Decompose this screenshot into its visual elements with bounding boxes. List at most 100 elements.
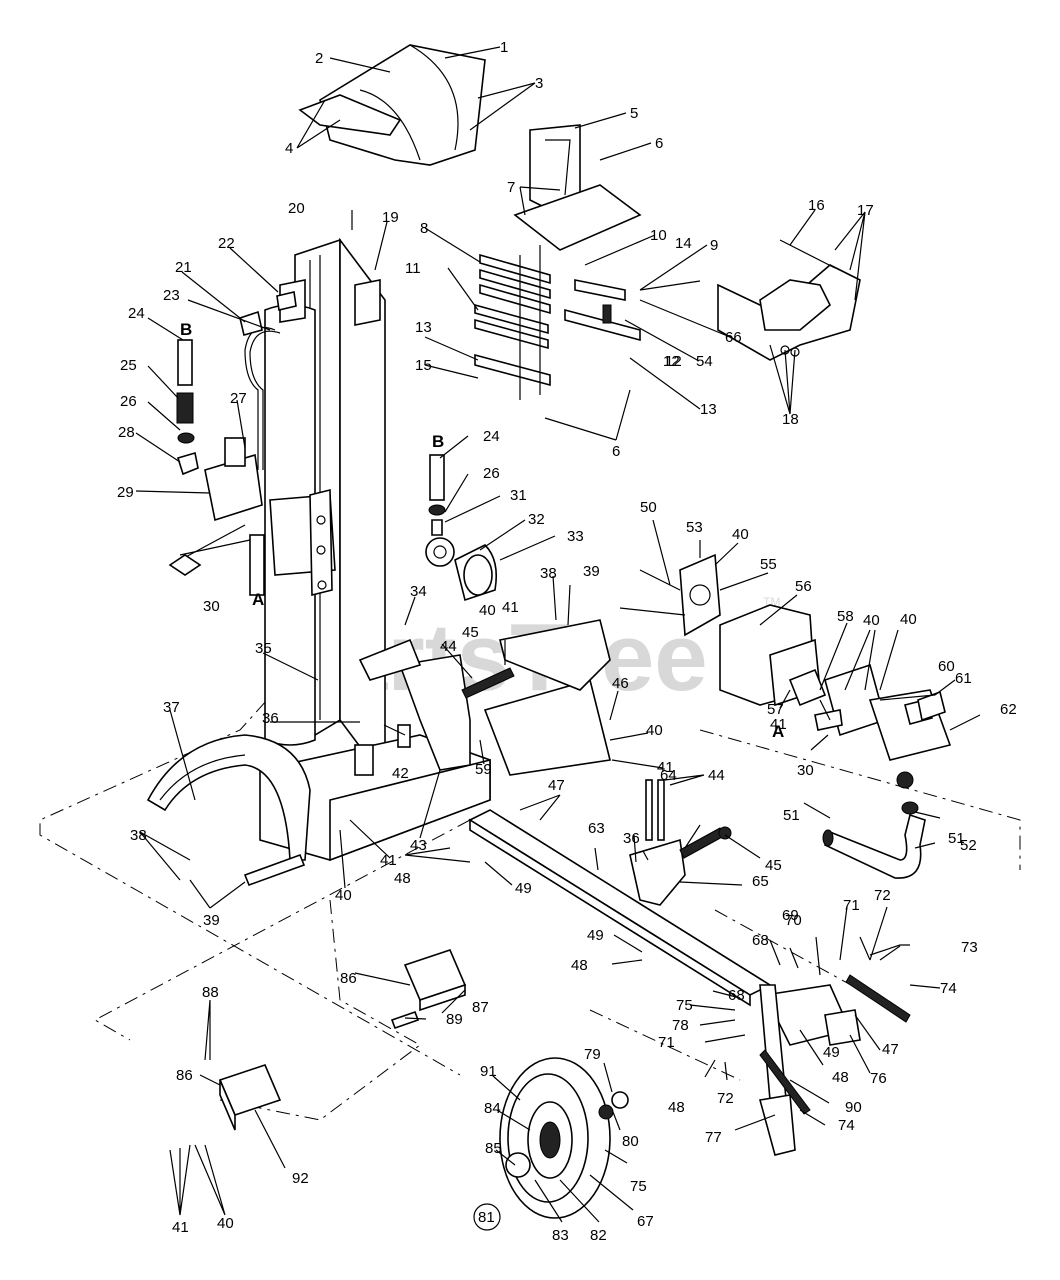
callout: 40 xyxy=(646,722,663,739)
pump-mount-part xyxy=(679,553,721,637)
callout: 48 xyxy=(571,957,588,974)
callout: 37 xyxy=(163,699,180,716)
callout: 68 xyxy=(752,932,769,949)
callout: 67 xyxy=(637,1213,654,1230)
callout: 82 xyxy=(590,1227,607,1244)
callout: 71 xyxy=(843,897,860,914)
callout: 49 xyxy=(587,927,604,944)
callout: 29 xyxy=(117,484,134,501)
callout: 12 xyxy=(665,353,682,370)
callout: 75 xyxy=(676,997,693,1014)
callout: 62 xyxy=(1000,701,1017,718)
callout: 11 xyxy=(405,260,421,277)
coupling-part xyxy=(769,638,827,707)
tube-part xyxy=(177,339,193,386)
callout: 39 xyxy=(203,912,220,929)
elbow-fitting-part xyxy=(814,709,843,731)
callout: 8 xyxy=(420,220,428,237)
marker-b: B xyxy=(180,320,192,339)
callout: 45 xyxy=(462,624,479,641)
tongue-beam-part xyxy=(468,809,772,1007)
page-reference-number: 81 xyxy=(478,1209,495,1226)
callout: 39 xyxy=(583,563,600,580)
callout: 48 xyxy=(394,870,411,887)
callout: 28 xyxy=(118,424,135,441)
callout: 22 xyxy=(218,235,235,252)
callout: 71 xyxy=(658,1034,675,1051)
callout: 48 xyxy=(832,1069,849,1086)
callout: 85 xyxy=(485,1140,502,1157)
oil-filter-part xyxy=(454,544,498,602)
callout: 50 xyxy=(640,499,657,516)
callout: 49 xyxy=(823,1044,840,1061)
callout: 40 xyxy=(335,887,352,904)
leader-lines xyxy=(135,46,981,1223)
callout: 56 xyxy=(795,578,812,595)
callout: 92 xyxy=(292,1170,309,1187)
callout: 41 xyxy=(380,852,397,869)
callout: 58 xyxy=(837,608,854,625)
callout: 68 xyxy=(728,987,745,1004)
callout: 42 xyxy=(392,765,409,782)
callout: 35 xyxy=(255,640,272,657)
callout: 23 xyxy=(163,287,180,304)
callout: 60 xyxy=(938,658,955,675)
bracket-part-65 xyxy=(629,779,686,906)
shield-cover-part xyxy=(298,44,486,166)
callout: 9 xyxy=(710,237,718,254)
filter-adapter-part xyxy=(425,537,455,567)
callout: 76 xyxy=(870,1070,887,1087)
page-reference: 81 xyxy=(473,1203,501,1231)
callout: 36 xyxy=(262,710,279,727)
callout: 86 xyxy=(176,1067,193,1084)
callout: 17 xyxy=(857,202,874,219)
wheel-tire-part xyxy=(499,1057,611,1219)
callout: 20 xyxy=(288,200,305,217)
callout: 13 xyxy=(700,401,717,418)
callout: 21 xyxy=(175,259,192,276)
callout: 74 xyxy=(940,980,957,997)
callout: 15 xyxy=(415,357,432,374)
callout: 3 xyxy=(535,75,543,92)
callout: 38 xyxy=(540,565,557,582)
callout: 52 xyxy=(960,837,977,854)
callout: 24 xyxy=(483,428,500,445)
callout: 40 xyxy=(863,612,880,629)
callout: 91 xyxy=(480,1063,497,1080)
bracket-assembly-part xyxy=(717,239,861,361)
callout: 90 xyxy=(845,1099,862,1116)
marker-b: B xyxy=(432,432,444,451)
callout: 88 xyxy=(202,984,219,1001)
callout: 40 xyxy=(732,526,749,543)
letter-markers: B A B A xyxy=(180,320,784,741)
callout: 53 xyxy=(686,519,703,536)
tank-frame-part xyxy=(259,619,611,862)
callout-labels: 1 2 3 4 5 6 7 8 9 10 11 12 13 13 14 15 1… xyxy=(117,39,1017,1244)
callout: 64 xyxy=(660,767,677,784)
callout: 69 xyxy=(782,907,799,924)
callout: 38 xyxy=(130,827,147,844)
spring-part xyxy=(176,392,194,424)
callout: 31 xyxy=(510,487,527,504)
callout: 19 xyxy=(382,209,399,226)
callout: 40 xyxy=(479,602,496,619)
callout: 49 xyxy=(515,880,532,897)
callout: 13 xyxy=(415,319,432,336)
callout: 89 xyxy=(446,1011,463,1028)
callout: 6 xyxy=(655,135,663,152)
callout: 4 xyxy=(285,140,293,157)
callout: 44 xyxy=(440,638,457,655)
callout: 86 xyxy=(340,970,357,987)
axle-part xyxy=(243,853,306,887)
callout: 87 xyxy=(472,999,489,1016)
callout: 40 xyxy=(217,1215,234,1232)
callout: 65 xyxy=(752,873,769,890)
callout: 55 xyxy=(760,556,777,573)
callout: 57 xyxy=(767,701,784,718)
callout: 32 xyxy=(528,511,545,528)
callout: 80 xyxy=(622,1133,639,1150)
callout: 45 xyxy=(765,857,782,874)
wedge-part xyxy=(513,124,642,251)
callout: 41 xyxy=(770,716,787,733)
callout: 30 xyxy=(203,598,220,615)
